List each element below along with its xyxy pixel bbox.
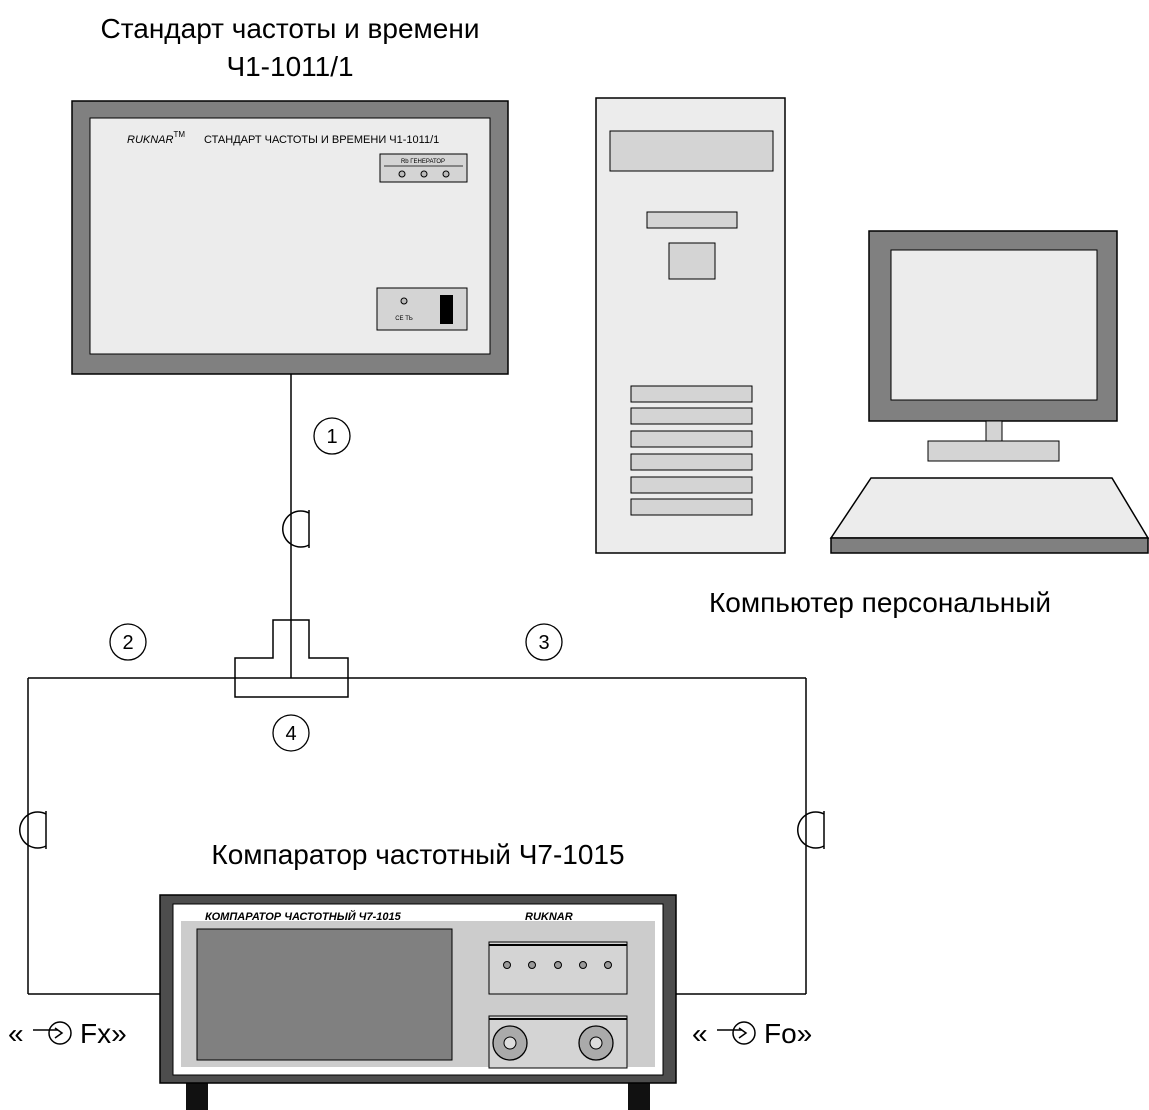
ferrite-symbol: [19, 811, 47, 849]
svg-text:«: «: [692, 1018, 708, 1049]
drive-bay: [630, 385, 753, 403]
monitor-stand: [927, 440, 1060, 462]
svg-text:1: 1: [326, 426, 337, 448]
cable-network: [27, 374, 807, 995]
computer-tower: [595, 97, 786, 554]
comparator-led: [604, 961, 612, 969]
standard-title-line2: Ч1-1011/1: [226, 51, 353, 82]
generator-label: Rb ГЕНЕРАТОР: [401, 159, 445, 165]
generator-led: [398, 170, 406, 178]
floppy-drive: [646, 211, 738, 229]
drive-bay: [630, 430, 753, 448]
comparator-title-strip: [181, 911, 655, 921]
drive-bay: [630, 453, 753, 471]
frequency-standard-device: RUKNARTM СТАНДАРТ ЧАСТОТЫ И ВРЕМЕНИ Ч1-1…: [71, 100, 509, 375]
comparator-title: Компаратор частотный Ч7-1015: [211, 839, 624, 870]
input-arrow-icon: [717, 1021, 756, 1045]
keyboard: [829, 477, 1149, 554]
input-arrow-icon: [33, 1021, 72, 1045]
comparator-display: [196, 928, 453, 1061]
tower-button: [668, 242, 716, 280]
power-led: [400, 297, 408, 305]
frequency-comparator-device: КОМПАРАТОР ЧАСТОТНЫЙ Ч7-1015 RUKNAR: [159, 894, 677, 1110]
comparator-led: [503, 961, 511, 969]
power-block: [376, 287, 468, 331]
comparator-led: [528, 961, 536, 969]
fo-port-label: « Fo»: [692, 1018, 812, 1049]
cable-number-1: 1: [313, 417, 351, 455]
svg-text:Fo»: Fo»: [764, 1018, 812, 1049]
monitor-screen: [890, 249, 1098, 401]
drive-bay: [630, 498, 753, 516]
standard-title-line1: Стандарт частоты и времени: [101, 13, 480, 44]
comparator-led: [554, 961, 562, 969]
computer-monitor: [868, 230, 1118, 462]
comparator-foot-right: [628, 1080, 650, 1110]
monitor-neck: [985, 420, 1003, 442]
svg-text:«: «: [8, 1018, 24, 1049]
computer-title: Компьютер персональный: [709, 587, 1051, 618]
cable-number-2: 2: [109, 623, 147, 661]
standard-panel-title: СТАНДАРТ ЧАСТОТЫ И ВРЕМЕНИ Ч1-1011/1: [204, 134, 439, 146]
power-label: СЕ ТЬ: [395, 316, 413, 322]
comparator-panel-brand: RUKNAR: [525, 911, 573, 923]
standard-brand-tm: TM: [173, 130, 185, 139]
svg-text:Fx»: Fx»: [80, 1018, 127, 1049]
cable-number-4: 4: [272, 714, 310, 752]
keyboard-base: [830, 537, 1149, 554]
generator-led: [420, 170, 428, 178]
ferrite-symbol: [797, 811, 825, 849]
tee-connector: [234, 619, 349, 698]
comparator-panel-title: КОМПАРАТОР ЧАСТОТНЫЙ Ч7-1015: [205, 910, 402, 923]
ferrite-symbol: [282, 510, 310, 548]
drive-bay: [630, 407, 753, 425]
keyboard-top: [829, 477, 1149, 539]
cable-number-3: 3: [525, 623, 563, 661]
optical-drive: [609, 130, 774, 172]
svg-text:2: 2: [122, 632, 133, 654]
comparator-led: [579, 961, 587, 969]
generator-led: [442, 170, 450, 178]
svg-text:3: 3: [538, 632, 549, 654]
power-switch: [440, 295, 453, 324]
svg-text:4: 4: [285, 723, 296, 745]
comparator-foot-left: [186, 1080, 208, 1110]
standard-brand-name: RUKNAR: [127, 134, 174, 146]
standard-brand: RUKNARTM: [127, 130, 185, 146]
drive-bay: [630, 476, 753, 494]
fx-port-label: « Fx»: [8, 1018, 127, 1049]
